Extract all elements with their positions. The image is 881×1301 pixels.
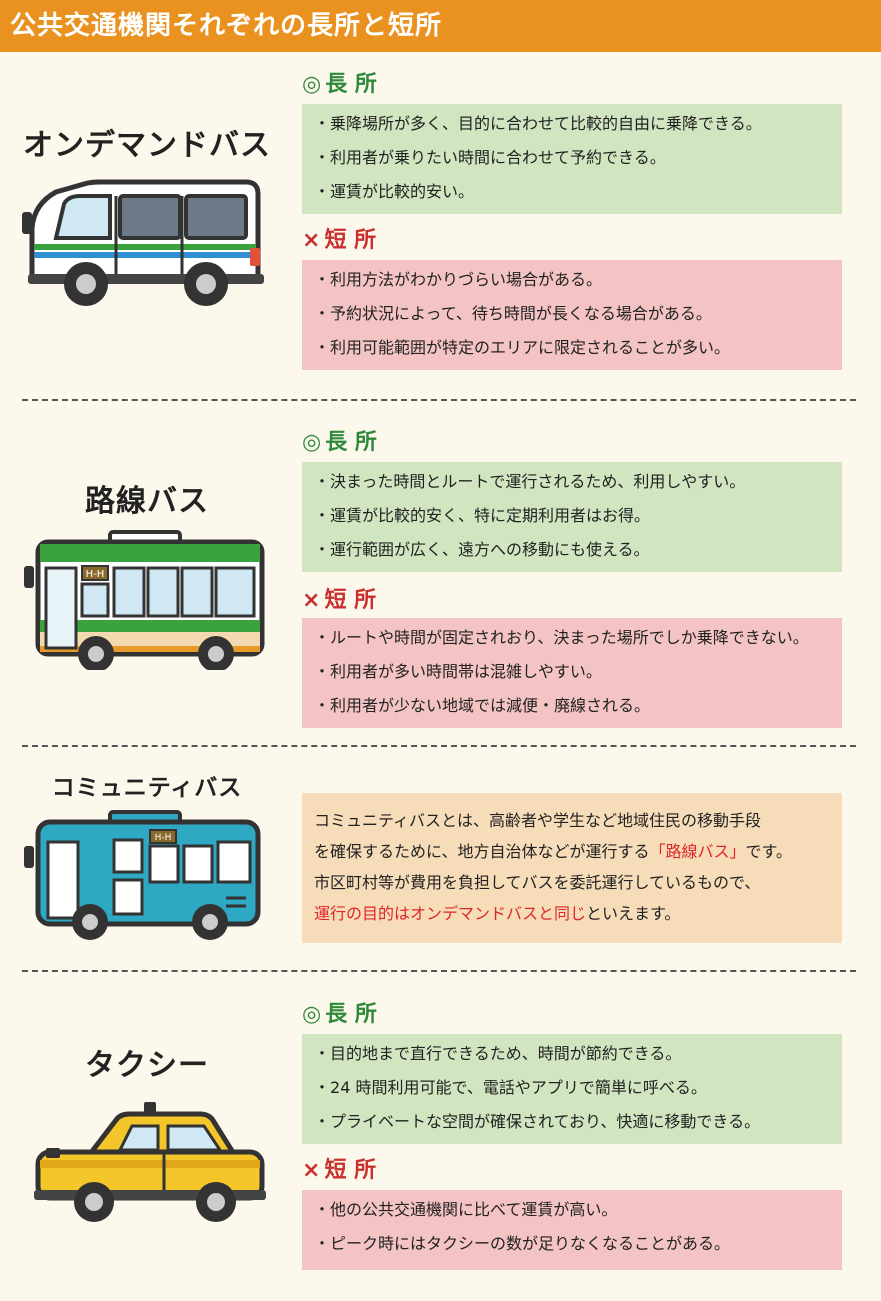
double-circle-icon: ◎	[302, 1002, 322, 1027]
list-item: 予約状況によって、待ち時間が長くなる場合がある。	[314, 304, 832, 324]
list-item: 他の公共交通機関に比べて運賃が高い。	[314, 1200, 832, 1220]
pros-box-taxi: 目的地まで直行できるため、時間が節約できる。 24 時間利用可能で、電話やアプリ…	[302, 1034, 842, 1144]
list-item: 決まった時間とルートで運行されるため、利用しやすい。	[314, 472, 832, 492]
section-divider	[22, 399, 856, 401]
vehicle-name-route: 路線バス	[85, 484, 209, 519]
cons-heading-text: 短 所	[324, 588, 377, 613]
vehicle-name-ondemand: オンデマンドバス	[23, 128, 271, 163]
list-item: 運行範囲が広く、遠方への移動にも使える。	[314, 540, 832, 560]
cross-icon: ×	[302, 228, 321, 253]
list-item: 目的地まで直行できるため、時間が節約できる。	[314, 1044, 832, 1064]
description-line: 運行の目的はオンデマンドバスと同じといえます。	[314, 898, 832, 929]
pros-heading-route: ◎長 所	[302, 428, 377, 458]
cons-heading-route: ×短 所	[302, 586, 376, 616]
list-item: ピーク時にはタクシーの数が足りなくなることがある。	[314, 1234, 832, 1254]
cons-heading-ondemand: ×短 所	[302, 226, 376, 256]
pros-heading-ondemand: ◎長 所	[302, 70, 377, 100]
description-line: 市区町村等が費用を負担してバスを委託運行しているもので、	[314, 873, 761, 892]
list-item: 運賃が比較的安い。	[314, 182, 832, 202]
pros-heading-text: 長 所	[325, 1002, 377, 1027]
list-item: 利用者が少ない地域では減便・廃線される。	[314, 696, 832, 716]
list-item: 利用可能範囲が特定のエリアに限定されることが多い。	[314, 338, 832, 358]
page-title: 公共交通機関それぞれの長所と短所	[10, 11, 443, 41]
description-line: コミュニティバスとは、高齢者や学生など地域住民の移動手段	[314, 811, 762, 830]
pros-heading-text: 長 所	[325, 72, 377, 97]
double-circle-icon: ◎	[302, 430, 322, 455]
vehicle-name-community: コミュニティバス	[51, 775, 243, 801]
community-bus-description: コミュニティバスとは、高齢者や学生など地域住民の移動手段 を確保するために、地方…	[302, 793, 842, 943]
list-item: 運賃が比較的安く、特に定期利用者はお得。	[314, 506, 832, 526]
pros-box-route: 決まった時間とルートで運行されるため、利用しやすい。 運賃が比較的安く、特に定期…	[302, 462, 842, 572]
cons-box-taxi: 他の公共交通機関に比べて運賃が高い。 ピーク時にはタクシーの数が足りなくなること…	[302, 1190, 842, 1270]
list-item: 利用者が多い時間帯は混雑しやすい。	[314, 662, 832, 682]
double-circle-icon: ◎	[302, 72, 322, 97]
bus-sign-text: H-H	[155, 833, 172, 843]
pros-heading-text: 長 所	[325, 430, 377, 455]
list-item: プライベートな空間が確保されており、快適に移動できる。	[314, 1112, 832, 1132]
cross-icon: ×	[302, 1158, 321, 1183]
pros-box-ondemand: 乗降場所が多く、目的に合わせて比較的自由に乗降できる。 利用者が乗りたい時間に合…	[302, 104, 842, 214]
cons-box-route: ルートや時間が固定されおり、決まった場所でしか乗降できない。 利用者が多い時間帯…	[302, 618, 842, 728]
cons-heading-taxi: ×短 所	[302, 1156, 376, 1186]
list-item: 利用方法がわかりづらい場合がある。	[314, 270, 832, 290]
route-bus-illustration: H-H	[24, 530, 265, 670]
description-text: です。	[745, 842, 792, 861]
list-item: 24 時間利用可能で、電話やアプリで簡単に呼べる。	[314, 1078, 832, 1098]
highlight-text: 運行の目的はオンデマンドバスと同じ	[314, 904, 587, 923]
cons-box-ondemand: 利用方法がわかりづらい場合がある。 予約状況によって、待ち時間が長くなる場合があ…	[302, 260, 842, 370]
highlight-text: 「路線バス」	[649, 842, 746, 861]
section-divider	[22, 970, 856, 972]
description-text: を確保するために、地方自治体などが運行する	[314, 842, 650, 861]
cons-heading-text: 短 所	[324, 228, 377, 253]
description-text: といえます。	[586, 904, 681, 923]
list-item: 乗降場所が多く、目的に合わせて比較的自由に乗降できる。	[314, 114, 832, 134]
list-item: 利用者が乗りたい時間に合わせて予約できる。	[314, 148, 832, 168]
description-line: を確保するために、地方自治体などが運行する「路線バス」です。	[314, 836, 832, 867]
taxi-illustration	[34, 1102, 266, 1222]
section-divider	[22, 745, 856, 747]
cons-heading-text: 短 所	[324, 1158, 377, 1183]
bus-sign-text: H-H	[86, 569, 105, 580]
pros-heading-taxi: ◎長 所	[302, 1000, 377, 1030]
community-bus-illustration: H-H	[24, 810, 261, 940]
list-item: ルートや時間が固定されおり、決まった場所でしか乗降できない。	[314, 628, 832, 648]
page-header: 公共交通機関それぞれの長所と短所	[0, 0, 881, 52]
vehicle-name-taxi: タクシー	[85, 1048, 209, 1083]
cross-icon: ×	[302, 588, 321, 613]
ondemand-bus-illustration	[22, 179, 264, 306]
